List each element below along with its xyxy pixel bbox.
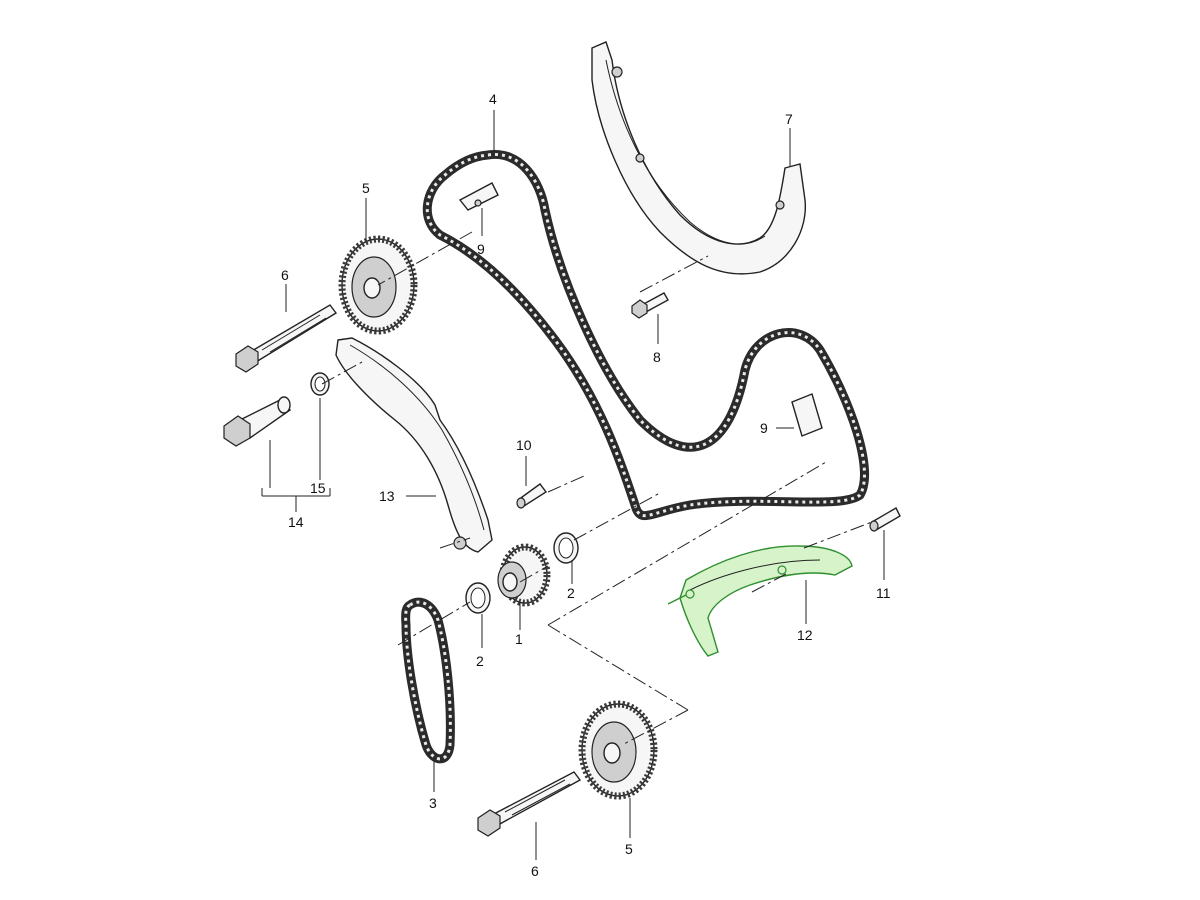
callout-7[interactable]: 7 <box>785 111 793 127</box>
callout-11[interactable]: 11 <box>876 585 891 601</box>
callout-leaders <box>261 110 885 860</box>
crankshaft-gear-1[interactable] <box>497 543 551 607</box>
guide-rail-12-highlighted[interactable] <box>667 545 853 657</box>
callout-15[interactable]: 15 <box>310 480 326 496</box>
callout-6-lower[interactable]: 6 <box>531 863 539 879</box>
callout-4[interactable]: 4 <box>489 91 497 107</box>
camshaft-sprocket-5-lower[interactable] <box>578 700 658 800</box>
callout-8[interactable]: 8 <box>653 349 661 365</box>
timing-chain-3[interactable] <box>401 597 455 764</box>
callout-2-right[interactable]: 2 <box>567 585 575 601</box>
bolt-6-lower[interactable] <box>477 771 582 837</box>
callout-3[interactable]: 3 <box>429 795 437 811</box>
timing-chain-4[interactable] <box>422 150 869 521</box>
guide-rail-7[interactable] <box>591 41 806 275</box>
assembly-centerlines <box>321 231 873 746</box>
bolt-8[interactable] <box>631 292 669 319</box>
callout-14[interactable]: 14 <box>288 514 304 530</box>
tensioner-rail-13[interactable] <box>335 337 493 553</box>
callout-5-lower[interactable]: 5 <box>625 841 633 857</box>
bolt-6-upper[interactable] <box>235 304 338 373</box>
slide-block-9-right[interactable] <box>791 393 823 437</box>
washer-2-right[interactable] <box>553 532 579 564</box>
callout-labels: 4 5 6 7 8 9 9 10 11 12 13 14 15 2 2 1 3 … <box>281 91 891 879</box>
washer-2-left[interactable] <box>465 582 491 614</box>
callout-12[interactable]: 12 <box>797 627 813 643</box>
chain-tensioner-14[interactable] <box>223 396 292 447</box>
callout-6-upper[interactable]: 6 <box>281 267 289 283</box>
callout-9-right[interactable]: 9 <box>760 420 768 436</box>
callout-13[interactable]: 13 <box>379 488 395 504</box>
callout-5-upper[interactable]: 5 <box>362 180 370 196</box>
guide-pin-10[interactable] <box>516 483 548 509</box>
camshaft-sprocket-5-upper[interactable] <box>338 235 418 335</box>
slide-block-9-upper[interactable] <box>458 182 499 211</box>
seal-ring-15[interactable] <box>310 372 330 396</box>
callout-10[interactable]: 10 <box>516 437 532 453</box>
callout-9-upper[interactable]: 9 <box>477 241 485 257</box>
guide-pin-11[interactable] <box>869 507 901 532</box>
callout-1[interactable]: 1 <box>515 631 523 647</box>
callout-2-left[interactable]: 2 <box>476 653 484 669</box>
